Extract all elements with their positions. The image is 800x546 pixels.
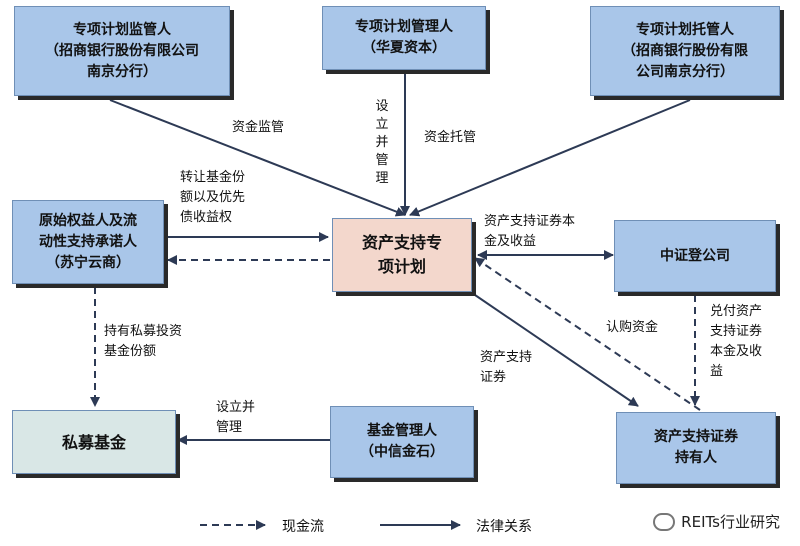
label-redeem-line-1: 兑付资产	[710, 304, 763, 319]
legend-legal-label: 法律关系	[476, 519, 532, 535]
label-principal-income: 资产支持证券本 金及收益	[484, 212, 575, 252]
manager-line-1: 专项计划管理人	[355, 19, 453, 35]
label-abs-line-2: 证券	[480, 370, 507, 385]
label-principal-income-line-1: 资产支持证券本	[484, 214, 576, 229]
label-redeem-line-4: 益	[710, 364, 724, 379]
label-abs-to-holders: 资产支持 证券	[480, 348, 532, 388]
legend-cash-flow-label: 现金流	[282, 519, 324, 535]
label-transfer-line-2: 额以及优先	[180, 190, 246, 205]
label-hold-shares-line-1: 持有私募投资	[104, 324, 183, 339]
label-hold-shares: 持有私募投资 基金份额	[104, 322, 182, 362]
private-fund-box: 私募基金	[12, 410, 176, 474]
custodian-line-2: （招商银行股份有限	[622, 42, 748, 59]
label-transfer: 转让基金份 额以及优先 债收益权	[180, 168, 245, 228]
label-principal-income-line-2: 金及收益	[484, 234, 537, 249]
holders-box: 资产支持证券 持有人	[616, 412, 776, 484]
custodian-line-1: 专项计划托管人	[636, 21, 734, 38]
supervisor-box: 专项计划监管人 （招商银行股份有限公司 南京分行）	[14, 6, 230, 96]
label-transfer-line-3: 债收益权	[180, 210, 233, 225]
custodian-box: 专项计划托管人 （招商银行股份有限 公司南京分行）	[590, 6, 780, 96]
label-fund-establish: 设立并 管理	[216, 398, 255, 438]
edge-supervisor-spv	[109, 99, 406, 217]
manager-box: 专项计划管理人 （华夏资本）	[322, 6, 486, 70]
originator-line-1: 原始权益人及流	[39, 212, 137, 229]
holders-line-2: 持有人	[675, 450, 717, 466]
supervisor-line-2: （招商银行股份有限公司	[45, 42, 199, 59]
label-subscription: 认购资金	[606, 320, 659, 335]
label-custody: 资金托管	[424, 130, 477, 145]
label-hold-shares-line-2: 基金份额	[104, 344, 157, 359]
label-redeem: 兑付资产 支持证券 本金及收 益	[710, 302, 762, 382]
watermark-text: REITs行业研究	[681, 513, 780, 531]
originator-line-2: 动性支持承诺人	[39, 233, 137, 250]
holders-line-1: 资产支持证券	[654, 429, 738, 445]
label-transfer-line-1: 转让基金份	[180, 170, 246, 185]
spv-box: 资产支持专 项计划	[332, 218, 472, 292]
custodian-line-3: 公司南京分行）	[636, 63, 734, 80]
supervisor-line-3: 南京分行）	[87, 63, 157, 80]
label-establish-manage: 设立并管理	[375, 99, 389, 186]
spv-line-1: 资产支持专	[361, 233, 442, 252]
spv-line-2: 项计划	[377, 257, 426, 276]
fund-manager-line-2: （中信金石）	[360, 444, 444, 460]
label-redeem-line-2: 支持证券	[710, 324, 763, 339]
label-fund-establish-line-1: 设立并	[216, 400, 256, 415]
originator-box: 原始权益人及流 动性支持承诺人 （苏宁云商）	[12, 200, 164, 284]
edge-holders-spv	[474, 257, 701, 411]
csdc-line-1: 中证登公司	[660, 247, 730, 264]
watermark: REITs行业研究	[653, 511, 780, 532]
manager-line-2: （华夏资本）	[362, 40, 446, 56]
label-fund-establish-line-2: 管理	[216, 420, 243, 435]
fund-manager-line-1: 基金管理人	[367, 423, 437, 439]
fund-manager-box: 基金管理人 （中信金石）	[330, 406, 474, 478]
label-supervision: 资金监管	[232, 120, 285, 135]
edge-custodian-spv	[409, 99, 691, 217]
supervisor-line-1: 专项计划监管人	[73, 21, 171, 38]
csdc-box: 中证登公司	[614, 220, 776, 292]
edge-spv-holders	[474, 294, 639, 407]
label-abs-line-1: 资产支持	[480, 350, 533, 365]
label-redeem-line-3: 本金及收	[710, 344, 763, 359]
private-fund-line-1: 私募基金	[61, 432, 126, 452]
originator-line-3: （苏宁云商）	[46, 254, 130, 271]
wechat-icon	[653, 512, 676, 531]
